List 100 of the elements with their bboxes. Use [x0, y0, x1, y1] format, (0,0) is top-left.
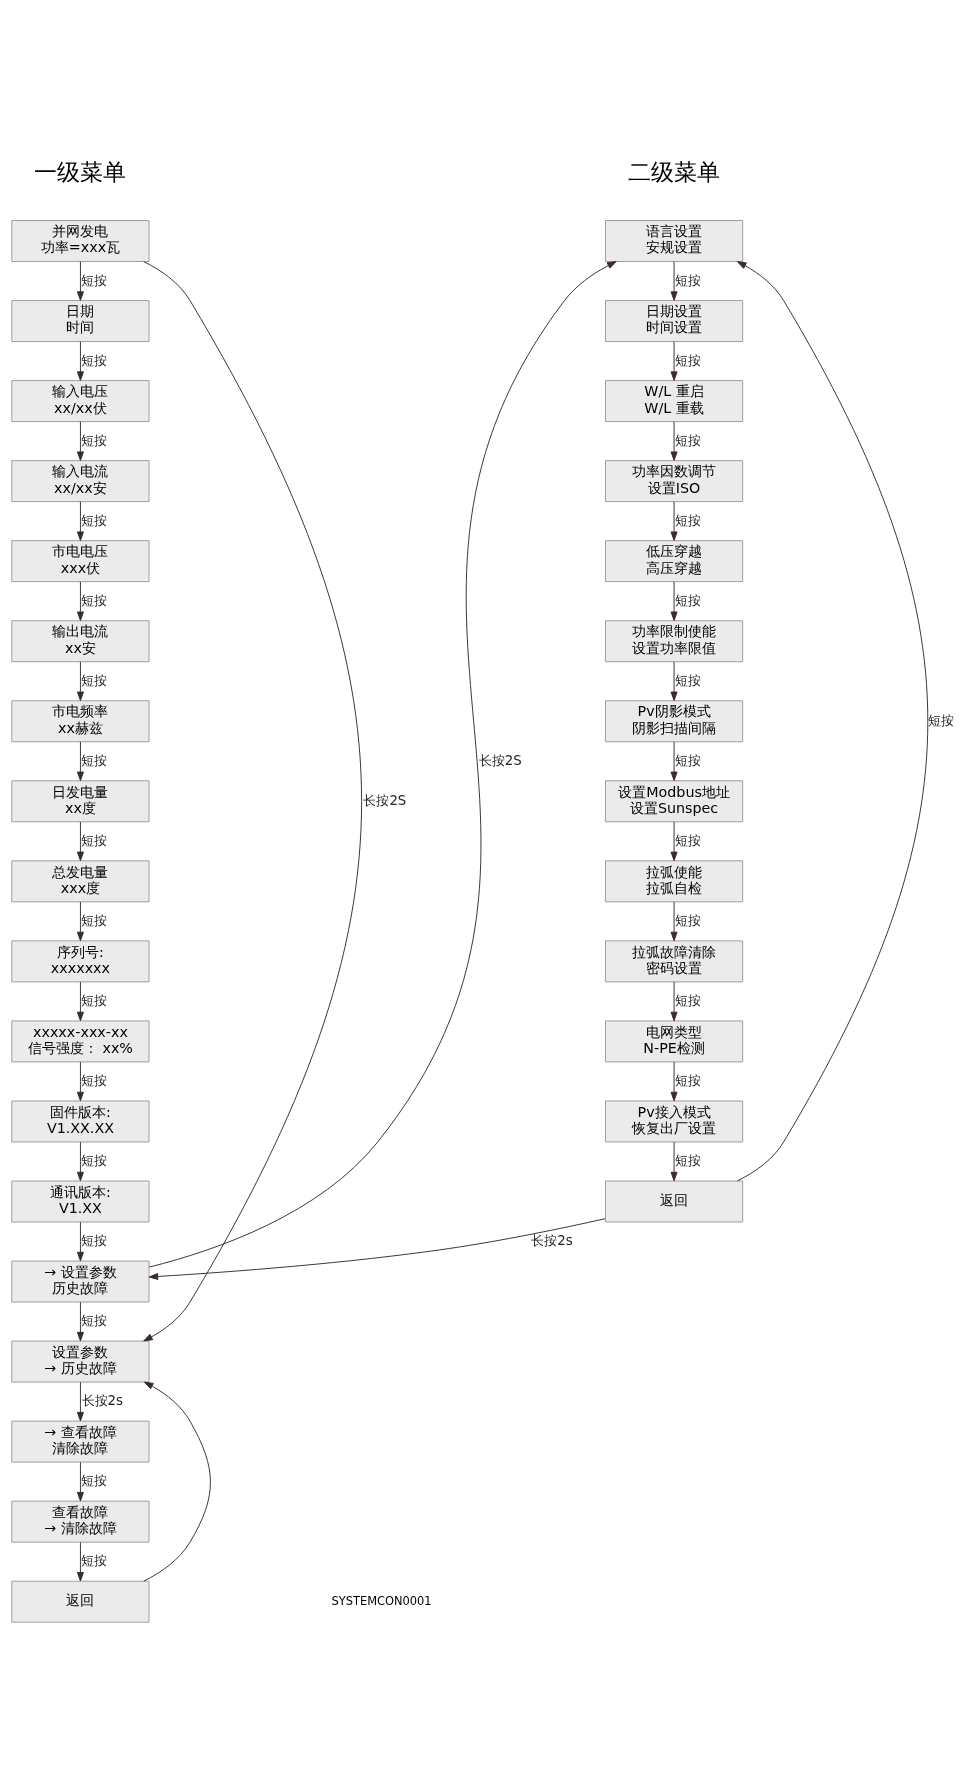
edge-label: 短按 [674, 432, 701, 448]
edge-label: 长按2S [363, 792, 407, 808]
edge-label: 短按 [928, 712, 955, 728]
node-box: 并网发电 功率=xxx瓦 [11, 220, 150, 262]
edge-label: 短按 [81, 272, 108, 288]
arrow [76, 1221, 84, 1262]
edge-label: 短按 [674, 992, 701, 1008]
edge-label: 短按 [81, 512, 108, 528]
edge-label: 长按2s [81, 1393, 124, 1409]
arrow [670, 901, 678, 942]
arrow [76, 901, 84, 942]
edge-label: 短按 [81, 1473, 108, 1489]
arrow [76, 981, 84, 1022]
node-box: 输入电流 xx/xx安 [11, 460, 150, 503]
arrow [670, 661, 678, 702]
node-box: 功率限制使能 设置功率限值 [605, 620, 744, 663]
node-box: 功率因数调节 设置ISO [605, 460, 744, 503]
arrow [76, 1141, 84, 1182]
edge-label: 短按 [81, 1553, 108, 1569]
arrow [76, 1301, 84, 1342]
node-box: W/L 重启 W/L 重载 [605, 380, 744, 423]
arrow [670, 1061, 678, 1102]
node-box: 电网类型 N-PE检测 [605, 1020, 744, 1063]
edge-label: 短按 [81, 1233, 108, 1249]
edge-label: 短按 [81, 832, 108, 848]
node-box: 总发电量 xxx度 [11, 860, 150, 903]
arrow [670, 421, 678, 461]
arrow [670, 821, 678, 862]
arrow [670, 261, 678, 301]
edge-label: 短按 [674, 1153, 701, 1168]
label: 一级菜单 [34, 159, 127, 186]
arrow [670, 341, 678, 381]
node-box: 查看故障 → 清除故障 [11, 1500, 150, 1543]
arrow [76, 1541, 84, 1582]
edge-label: 短按 [81, 672, 108, 688]
label: 二级菜单 [628, 159, 721, 186]
node-box: 日期设置 时间设置 [605, 300, 744, 342]
edge-label: 短按 [81, 352, 108, 368]
node-box: 序列号: xxxxxxx [11, 940, 150, 983]
arrow [76, 741, 84, 782]
arrow [670, 741, 678, 782]
edge-label: 短按 [81, 1072, 108, 1088]
node-box: 固件版本: V1.XX.XX [11, 1100, 150, 1143]
arrow [736, 261, 929, 1182]
node-box: 市电频率 xx赫兹 [11, 700, 150, 743]
arrow [76, 261, 84, 301]
label: SYSTEMCON0001 [331, 1593, 432, 1608]
edge-label: 短按 [674, 272, 701, 288]
edge-label: 短按 [674, 832, 701, 848]
edge-label: 短按 [674, 752, 701, 768]
arrow [76, 661, 84, 702]
arrow [76, 501, 84, 541]
node-box: 语言设置 安规设置 [605, 220, 744, 262]
arrow [143, 1381, 211, 1582]
edge-label: 短按 [81, 432, 108, 448]
edge-label: 短按 [81, 912, 108, 928]
edge-label: 短按 [81, 592, 108, 608]
node-box: Pv阴影模式 阴影扫描间隔 [605, 700, 744, 743]
arrow [76, 581, 84, 621]
node-box: 设置Modbus地址 设置Sunspec [605, 780, 744, 823]
node-box: 设置参数 → 历史故障 [11, 1340, 150, 1383]
arrow [670, 981, 678, 1022]
node-box: 拉弧使能 拉弧自检 [605, 860, 744, 903]
node-box: 返回 [605, 1180, 744, 1223]
arrow [76, 1061, 84, 1102]
arrow [76, 1461, 84, 1502]
node-box: 低压穿越 高压穿越 [605, 540, 744, 583]
arrow [143, 261, 363, 1342]
node-box: 拉弧故障清除 密码设置 [605, 940, 744, 983]
node-box: 输入电压 xx/xx伏 [11, 380, 150, 423]
node-box: 返回 [11, 1580, 150, 1623]
arrow [670, 581, 678, 621]
edge-label: 长按2S [478, 752, 522, 768]
edge-label: 短按 [674, 672, 701, 688]
edge-label: 短按 [674, 592, 701, 608]
edge-label: 短按 [81, 1313, 108, 1329]
node-box: → 查看故障 清除故障 [11, 1420, 150, 1463]
node-box: 日发电量 xx度 [11, 780, 150, 823]
edge-label: 短按 [81, 752, 108, 768]
arrow [148, 261, 617, 1268]
node-box: 市电电压 xxx伏 [11, 540, 150, 583]
node-box: 输出电流 xx安 [11, 620, 150, 663]
edge-label: 短按 [674, 352, 701, 368]
node-box: 日期 时间 [11, 300, 150, 342]
arrow [670, 1141, 678, 1182]
edge-label: 短按 [674, 912, 701, 928]
arrow [670, 501, 678, 541]
edge-label: 短按 [674, 512, 701, 528]
node-box: xxxxx-xxx-xx 信号强度： xx% [11, 1020, 150, 1063]
arrow [76, 421, 84, 461]
node-box: 通讯版本: V1.XX [11, 1180, 150, 1223]
arrow [76, 821, 84, 862]
edge-label: 短按 [674, 1072, 701, 1088]
edge-label: 短按 [81, 1153, 108, 1168]
arrow [76, 1381, 84, 1422]
arrow [148, 1218, 606, 1280]
node-box: Pv接入模式 恢复出厂设置 [605, 1100, 744, 1143]
edge-label: 短按 [81, 992, 108, 1008]
edge-label: 长按2s [531, 1233, 573, 1249]
arrow [76, 341, 84, 381]
